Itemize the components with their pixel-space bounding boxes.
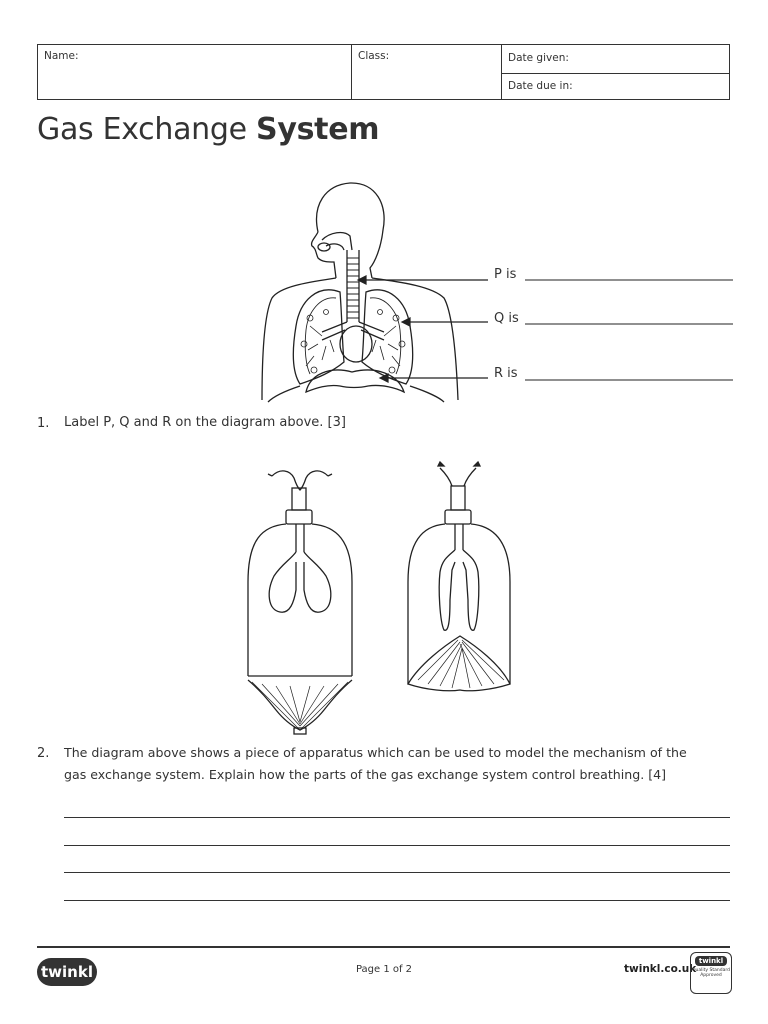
divider xyxy=(351,45,352,99)
date-given-field[interactable]: Date given: xyxy=(502,47,730,74)
footer-divider xyxy=(37,946,730,948)
date-due-label: Date due in: xyxy=(508,80,573,92)
question-1-number: 1. xyxy=(37,416,50,431)
badge-text: Quality Standard Approved xyxy=(692,968,730,978)
header-table: Name: Class: Date given: Date due in: xyxy=(37,44,730,100)
site-url: twinkl.co.uk xyxy=(624,963,697,975)
label-q: Q is xyxy=(494,311,519,326)
label-pointers xyxy=(356,275,488,383)
answer-line[interactable] xyxy=(64,872,730,873)
date-given-label: Date given: xyxy=(508,52,569,64)
torso-diagram xyxy=(261,182,459,403)
divider xyxy=(501,45,502,99)
title-regular: Gas Exchange xyxy=(37,112,257,147)
bell-jar-deflated xyxy=(407,460,511,692)
page-number: Page 1 of 2 xyxy=(355,964,413,975)
name-field[interactable]: Name: xyxy=(38,45,351,99)
divider xyxy=(501,73,730,74)
class-field[interactable]: Class: xyxy=(352,45,501,99)
date-due-field[interactable]: Date due in: xyxy=(502,75,730,100)
name-label: Name: xyxy=(44,50,79,62)
twinkl-logo: twinkl xyxy=(37,958,97,986)
label-r: R is xyxy=(494,366,518,381)
quality-badge: twinkl Quality Standard Approved xyxy=(690,952,732,994)
question-2-line-1: The diagram above shows a piece of appar… xyxy=(64,745,687,760)
page-title: Gas Exchange System xyxy=(37,112,380,147)
question-1-text: Label P, Q and R on the diagram above. [… xyxy=(64,415,346,430)
label-p: P is xyxy=(494,267,517,282)
bell-jar-inflated xyxy=(247,470,353,735)
answer-line[interactable] xyxy=(64,845,730,846)
question-2-line-2: gas exchange system. Explain how the par… xyxy=(64,767,667,782)
answer-line[interactable] xyxy=(64,900,730,901)
answer-blanks xyxy=(525,279,733,381)
answer-line[interactable] xyxy=(64,817,730,818)
title-bold: System xyxy=(256,112,380,147)
badge-logo: twinkl xyxy=(695,956,727,966)
question-2-number: 2. xyxy=(37,746,50,761)
class-label: Class: xyxy=(358,50,390,62)
